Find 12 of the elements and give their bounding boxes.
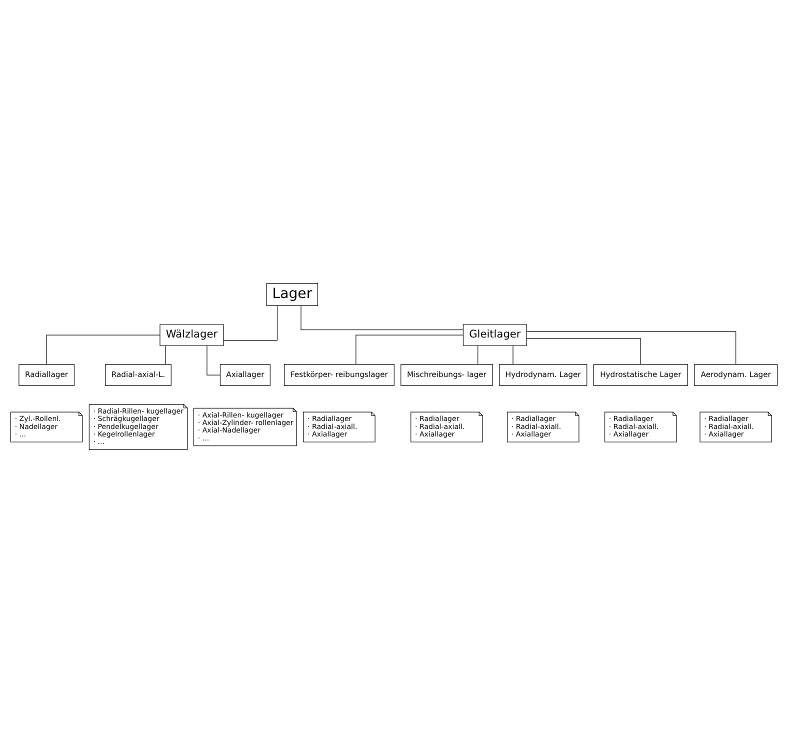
connector	[46, 334, 160, 365]
connector	[223, 306, 278, 341]
connector	[526, 338, 641, 365]
connector	[512, 345, 514, 365]
node-box: Gleitlager	[462, 324, 527, 346]
connector	[356, 334, 464, 365]
connector	[300, 306, 464, 330]
node-box: Lager	[266, 283, 318, 306]
connector	[206, 345, 220, 376]
node-box: Wälzlager	[160, 324, 224, 346]
connector	[165, 345, 166, 365]
connector	[526, 331, 736, 365]
